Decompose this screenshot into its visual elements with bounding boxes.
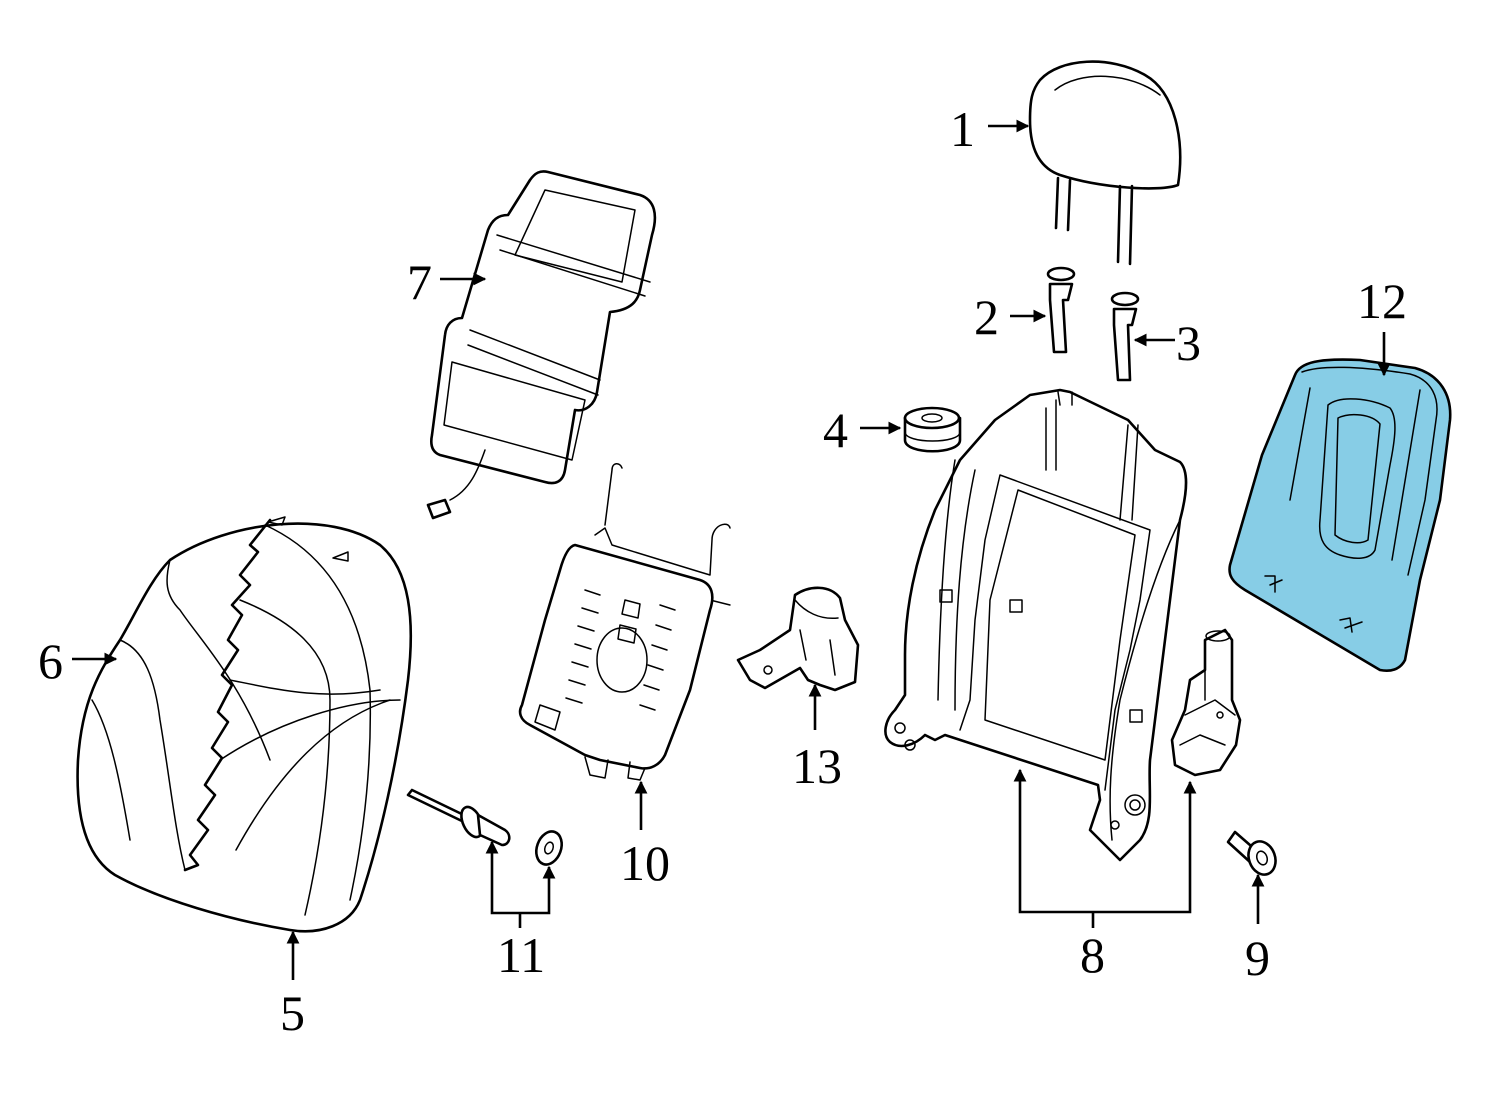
- callout-3: 3: [1176, 315, 1201, 371]
- callout-13: 13: [792, 738, 842, 794]
- bolt-part[interactable]: [1226, 830, 1280, 878]
- callout-10: 10: [620, 835, 670, 891]
- callout-6: 6: [38, 633, 63, 689]
- seat-back-frame-part[interactable]: [884, 388, 1188, 862]
- recliner-bracket-part[interactable]: [1170, 628, 1242, 777]
- callout-12: 12: [1357, 273, 1407, 329]
- headrest-guide-left-part[interactable]: [1046, 266, 1076, 354]
- leader-lines: [72, 119, 1391, 980]
- headrest-guide-right-part[interactable]: [1110, 291, 1140, 382]
- callout-8: 8: [1080, 927, 1105, 983]
- callout-2: 2: [974, 289, 999, 345]
- rivet-part[interactable]: [406, 788, 511, 847]
- bracket-part[interactable]: [736, 586, 860, 692]
- grommet-part[interactable]: [903, 406, 962, 453]
- washer-part[interactable]: [532, 828, 566, 868]
- callout-7: 7: [407, 254, 432, 310]
- callout-labels: 1 2 3 4 5 6 7 8 9 10 11 12 13: [38, 101, 1407, 1041]
- callout-9: 9: [1245, 930, 1270, 986]
- lumbar-support-part[interactable]: [518, 463, 731, 781]
- callout-4: 4: [823, 402, 848, 458]
- callout-11: 11: [497, 927, 545, 983]
- seat-back-cover-part[interactable]: [76, 516, 413, 933]
- callout-5: 5: [280, 985, 305, 1041]
- callout-1: 1: [950, 101, 975, 157]
- seat-heater-part[interactable]: [426, 170, 657, 520]
- seat-back-panel-part[interactable]: [1228, 358, 1452, 672]
- headrest-part[interactable]: [1028, 60, 1182, 266]
